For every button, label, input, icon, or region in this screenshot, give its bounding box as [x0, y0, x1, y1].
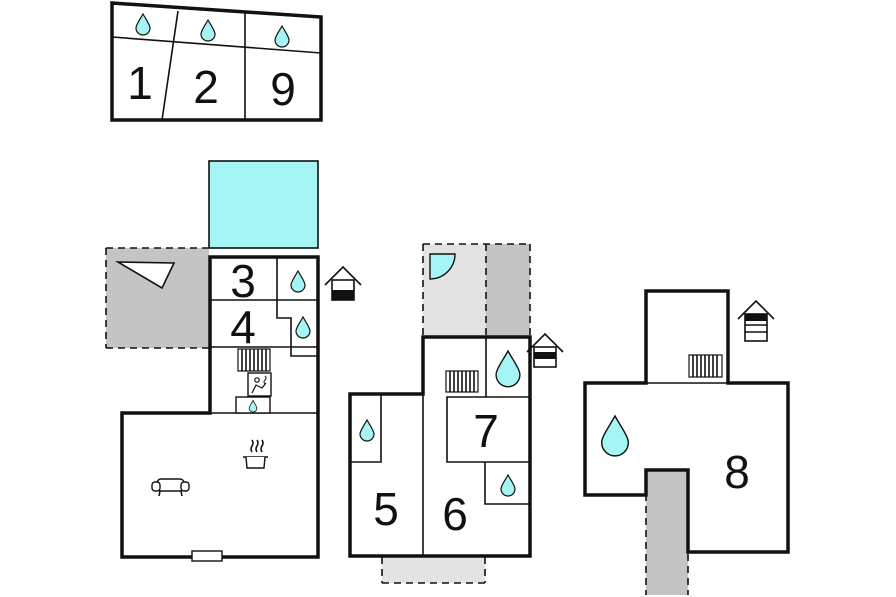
- room-number-5: 5: [373, 483, 399, 535]
- room-number-7: 7: [473, 405, 499, 457]
- room-number-4: 4: [230, 301, 256, 353]
- sofa-icon: [151, 478, 190, 497]
- water-drop-icon: [274, 25, 290, 48]
- water-drop-icon: [495, 350, 521, 388]
- room-number-3: 3: [230, 255, 256, 307]
- terrace: [486, 244, 530, 337]
- house-level-icon: [737, 299, 775, 342]
- room-number-2: 2: [193, 61, 219, 113]
- room-number-1: 1: [127, 57, 153, 109]
- window: [191, 550, 223, 562]
- staircase-icon: [688, 354, 723, 378]
- swimming-pool: [208, 160, 319, 249]
- shower-icon: [235, 396, 271, 414]
- sun-sail: [114, 261, 176, 290]
- staircase-icon: [237, 348, 271, 372]
- water-drop-icon: [295, 316, 311, 339]
- house-level-icon: [526, 332, 564, 368]
- floor-plan-left: 3 4: [105, 160, 362, 562]
- water-drop-icon: [135, 13, 151, 36]
- floor-plan-right: 8: [583, 289, 790, 595]
- terrace: [382, 557, 485, 583]
- cooking-pot-icon: [243, 439, 268, 469]
- sauna-icon: [247, 372, 272, 397]
- floor-plan-middle: 5 6 7: [348, 243, 564, 584]
- terrace: [646, 470, 688, 595]
- water-drop-icon: [200, 19, 216, 42]
- house-level-icon: [324, 265, 362, 301]
- water-drop-icon: [500, 474, 516, 497]
- floor-plan-top: 1 2 9: [110, 1, 323, 122]
- room-number-9: 9: [270, 63, 296, 115]
- water-drop-icon: [290, 270, 306, 293]
- hot-tub: [429, 253, 456, 280]
- room-number-8: 8: [724, 446, 750, 498]
- water-drop-icon: [600, 415, 630, 457]
- room-number-6: 6: [442, 488, 468, 540]
- water-drop-icon: [359, 419, 375, 442]
- staircase-icon: [445, 370, 479, 393]
